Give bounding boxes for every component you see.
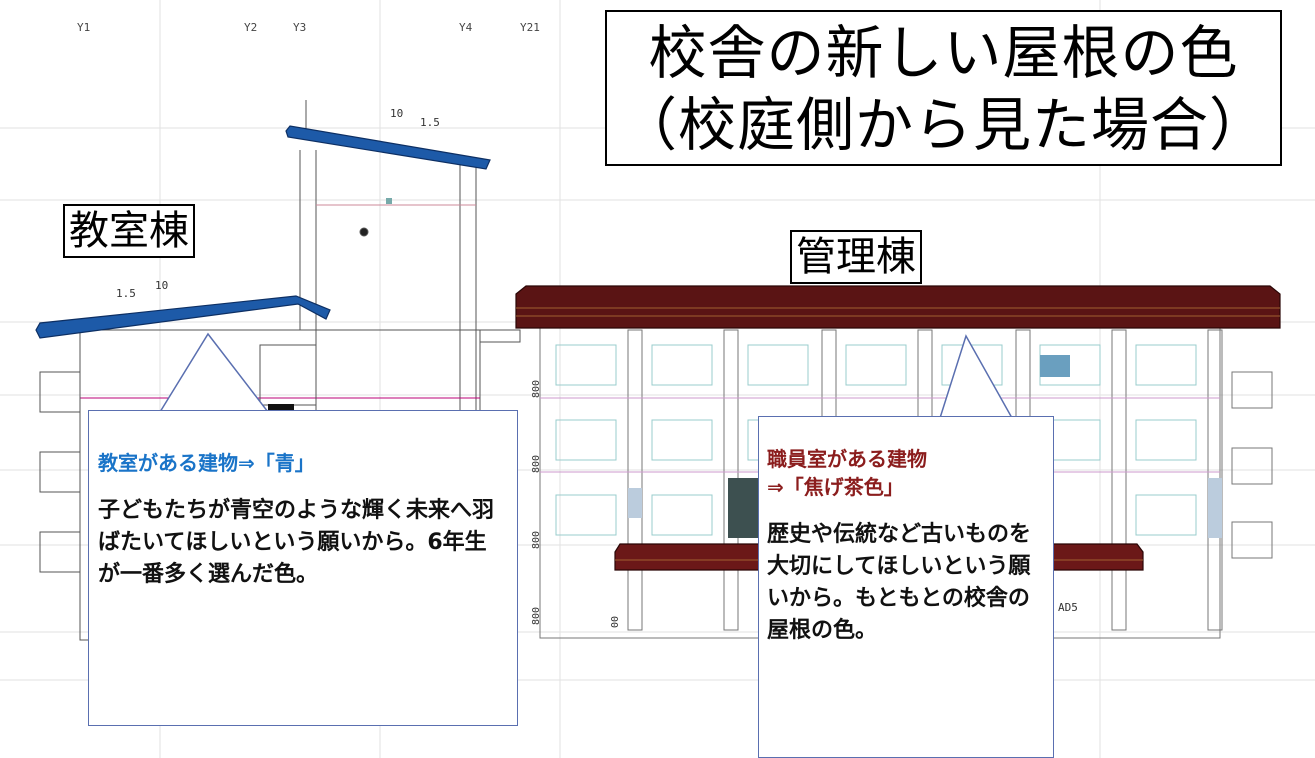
upper-slope-rise: 1.5 <box>420 116 440 129</box>
classroom-roofs <box>35 125 491 339</box>
classroom-callout-heading: 教室がある建物⇒「青」 <box>98 451 315 475</box>
admin-callout-heading-2: ⇒「焦げ茶色」 <box>767 475 904 499</box>
classroom-callout: 教室がある建物⇒「青」 子どもたちが青空のような輝く未来へ羽ばたいてほしいという… <box>88 410 518 726</box>
title-line-2: （校庭側から見た場合） <box>618 91 1268 159</box>
upper-slope-run: 10 <box>390 107 404 120</box>
floor-height-1: 800 <box>531 379 542 398</box>
small-tag: 00 <box>610 615 621 628</box>
title-box: 校舎の新しい屋根の色 （校庭側から見た場合） <box>605 10 1282 166</box>
grid-label-y3: Y3 <box>293 21 307 34</box>
classroom-building-label: 教室棟 <box>63 204 195 258</box>
door-tag: AD5 <box>1058 601 1078 614</box>
admin-building-label: 管理棟 <box>790 230 922 284</box>
admin-callout: 職員室がある建物 ⇒「焦げ茶色」 歴史や伝統など古いものを大切にしてほしいという… <box>758 416 1054 758</box>
grid-label-y21: Y21 <box>520 21 540 34</box>
classroom-callout-body: 子どもたちが青空のような輝く未来へ羽ばたいてほしいという願いから。6年生が一番多… <box>98 498 495 587</box>
classroom-lower-roof <box>35 295 331 339</box>
callout-pointers <box>158 332 1014 419</box>
classroom-callout-pointer <box>158 332 270 413</box>
lower-slope-run: 10 <box>155 279 169 292</box>
admin-main-roof <box>515 285 1281 329</box>
grid-label-y1: Y1 <box>77 21 91 34</box>
floor-height-4: 800 <box>531 606 542 625</box>
grid-label-y2: Y2 <box>244 21 258 34</box>
floor-height-3: 800 <box>531 530 542 549</box>
lower-slope-rise: 1.5 <box>116 287 136 300</box>
classroom-upper-roof <box>285 125 491 170</box>
admin-callout-pointer <box>938 334 1014 419</box>
admin-callout-body: 歴史や伝統など古いものを大切にしてほしいという願いから。もともとの校舎の屋根の色… <box>767 522 1032 643</box>
grid-label-y4: Y4 <box>459 21 473 34</box>
floor-height-2: 800 <box>531 454 542 473</box>
title-line-1: 校舎の新しい屋根の色 <box>648 19 1239 87</box>
admin-callout-heading-1: 職員室がある建物 <box>767 447 927 471</box>
